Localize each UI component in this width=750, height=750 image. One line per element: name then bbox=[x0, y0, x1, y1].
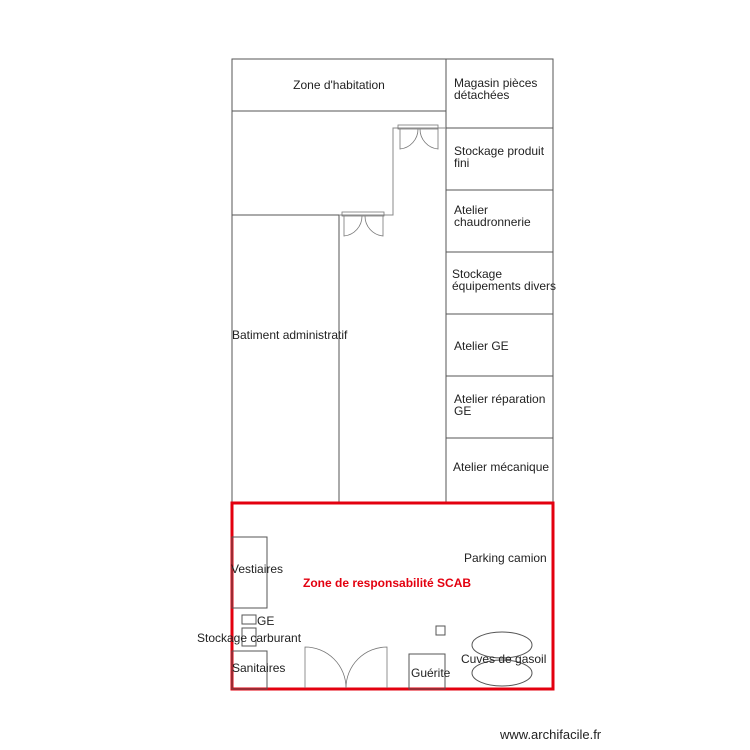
door-frame-lower bbox=[341, 211, 385, 217]
label-cuves-gasoil: Cuves de gasoil bbox=[461, 652, 546, 666]
label-mecanique: Atelier mécanique bbox=[453, 460, 549, 474]
box-stockage-carburant bbox=[241, 627, 257, 647]
label-zone-habitation: Zone d'habitation bbox=[293, 78, 385, 92]
label-stockage-fini-1: Stockage produit bbox=[454, 144, 545, 158]
small-square-marker bbox=[435, 625, 446, 636]
gate-icon bbox=[304, 646, 388, 689]
label-guerite: Guérite bbox=[411, 666, 451, 680]
label-equipements-2: équipements divers bbox=[452, 279, 556, 293]
label-atelier-ge: Atelier GE bbox=[454, 339, 509, 353]
label-vestiaires: Vestiaires bbox=[231, 562, 283, 576]
room-sanitaires bbox=[231, 650, 268, 690]
label-parking-camion: Parking camion bbox=[464, 551, 547, 565]
room-vestiaires bbox=[231, 536, 268, 609]
watermark-text: www.archifacile.fr bbox=[500, 727, 602, 742]
label-magasin-1: Magasin pièces bbox=[454, 76, 537, 90]
label-batiment-admin: Batiment administratif bbox=[232, 328, 348, 342]
label-reparation-2: GE bbox=[454, 404, 471, 418]
label-chaudronnerie-1: Atelier bbox=[454, 203, 488, 217]
label-zone-responsabilite: Zone de responsabilité SCAB bbox=[303, 576, 471, 590]
partition-wall bbox=[339, 127, 446, 216]
label-chaudronnerie-2: chaudronnerie bbox=[454, 215, 531, 229]
room-guerite bbox=[408, 653, 446, 690]
room-batiment-admin bbox=[231, 214, 340, 504]
double-door-upper-icon bbox=[399, 128, 439, 150]
double-door-lower-icon bbox=[343, 215, 384, 237]
label-equipements-1: Stockage bbox=[452, 267, 502, 281]
fuel-tank-lower bbox=[471, 659, 533, 687]
label-ge: GE bbox=[257, 614, 274, 628]
label-stockage-fini-2: fini bbox=[454, 156, 469, 170]
label-magasin-2: détachées bbox=[454, 88, 509, 102]
label-stockage-carburant: Stockage carburant bbox=[197, 631, 302, 645]
box-ge bbox=[241, 614, 257, 625]
label-reparation-1: Atelier réparation bbox=[454, 392, 545, 406]
fuel-tank-upper bbox=[471, 631, 533, 659]
label-sanitaires: Sanitaires bbox=[232, 661, 285, 675]
